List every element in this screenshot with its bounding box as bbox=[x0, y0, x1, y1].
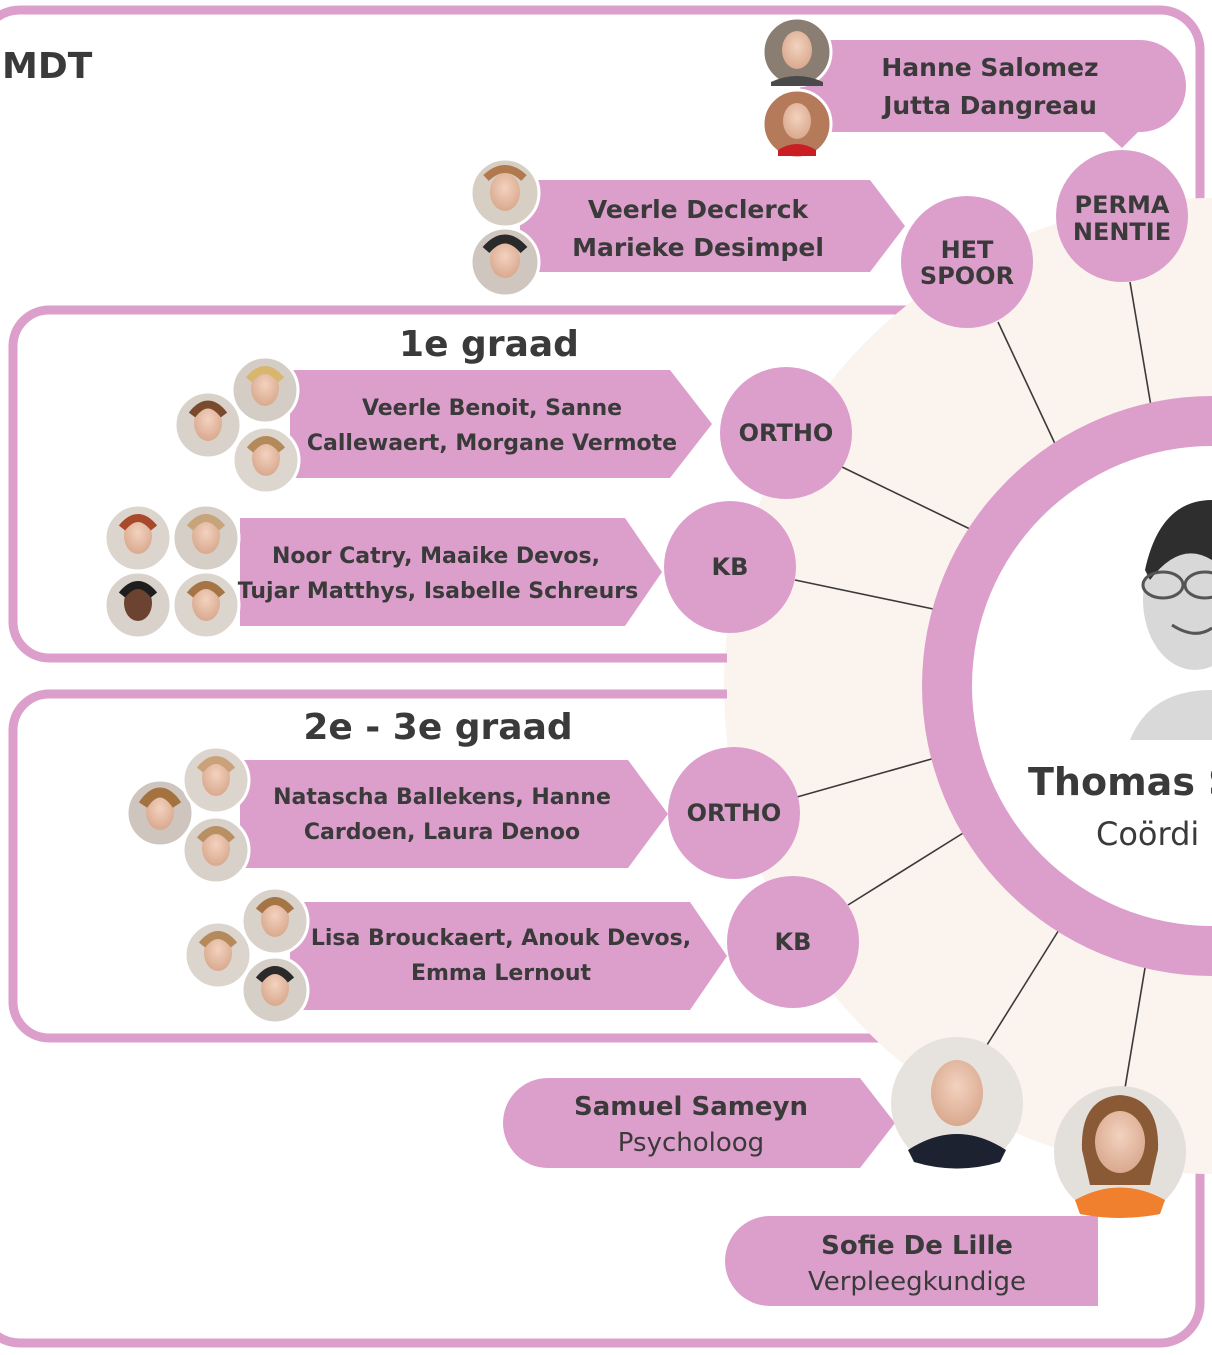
person-role-sofie: Verpleegkundige bbox=[808, 1267, 1026, 1297]
node-label-ortho-2: ORTHO bbox=[687, 799, 782, 827]
node-label-kb-1: KB bbox=[712, 553, 749, 581]
person-name-sofie: Sofie De Lille bbox=[821, 1231, 1013, 1261]
avatar-veerle-d bbox=[469, 157, 541, 229]
team-name-kb-1-2: Tujar Matthys, Isabelle Schreurs bbox=[238, 579, 638, 604]
avatar-natascha bbox=[125, 778, 195, 848]
mdt-title: MDT bbox=[2, 46, 93, 87]
group-title-1e-graad: 1e graad bbox=[399, 324, 579, 365]
team-name-kb-2-2: Emma Lernout bbox=[411, 961, 592, 986]
avatar-maaike bbox=[171, 503, 241, 573]
team-name-permanentie-2: Jutta Dangreau bbox=[881, 91, 1097, 120]
node-permanentie[interactable] bbox=[1056, 150, 1188, 282]
avatar-noor bbox=[103, 503, 173, 573]
team-pill-ortho-2 bbox=[240, 760, 668, 868]
person-pill-samuel bbox=[503, 1078, 895, 1168]
node-ortho-2[interactable] bbox=[668, 747, 800, 879]
team-pill-ortho-1 bbox=[290, 370, 712, 478]
person-role-samuel: Psycholoog bbox=[618, 1128, 764, 1158]
team-name-ortho-1-1: Veerle Benoit, Sanne bbox=[362, 396, 622, 421]
team-name-ortho-1-2: Callewaert, Morgane Vermote bbox=[307, 431, 677, 456]
avatar-sanne bbox=[173, 390, 243, 460]
node-label-kb-2: KB bbox=[775, 928, 812, 956]
coordinator-role: Coördi bbox=[1096, 815, 1199, 853]
node-label-het-spoor-2: SPOOR bbox=[920, 262, 1014, 290]
team-pill-het-spoor bbox=[520, 180, 905, 272]
person-pill-sofie bbox=[725, 1216, 1098, 1306]
node-ortho-1[interactable] bbox=[720, 367, 852, 499]
team-name-ortho-2-1: Natascha Ballekens, Hanne bbox=[273, 785, 611, 810]
avatar-veerle-b bbox=[230, 355, 300, 425]
avatar-jutta bbox=[761, 88, 833, 160]
connector-lines bbox=[794, 281, 1153, 1089]
team-name-het-spoor-1: Veerle Declerck bbox=[588, 195, 810, 224]
node-label-ortho-1: ORTHO bbox=[739, 419, 834, 447]
node-het-spoor[interactable] bbox=[901, 196, 1033, 328]
person-name-samuel: Samuel Sameyn bbox=[574, 1092, 808, 1122]
team-name-kb-2-1: Lisa Brouckaert, Anouk Devos, bbox=[311, 926, 691, 951]
group-title-2e-3e-graad: 2e - 3e graad bbox=[303, 707, 572, 748]
node-label-permanentie-1: PERMA bbox=[1075, 191, 1170, 219]
avatar-tujar bbox=[103, 570, 173, 640]
team-name-permanentie-1: Hanne Salomez bbox=[881, 53, 1098, 82]
team-pill-permanentie bbox=[800, 40, 1186, 148]
team-name-ortho-2-2: Cardoen, Laura Denoo bbox=[304, 820, 580, 845]
team-pill-kb-2 bbox=[290, 902, 727, 1010]
avatar-isabelle bbox=[171, 570, 241, 640]
avatar-thomas[interactable] bbox=[1130, 500, 1212, 740]
avatar-hanne-c bbox=[181, 745, 251, 815]
node-kb-2[interactable] bbox=[727, 876, 859, 1008]
avatar-emma bbox=[240, 955, 310, 1025]
team-pill-kb-1 bbox=[240, 518, 662, 626]
group-title-bg-2 bbox=[305, 701, 570, 747]
team-name-kb-1-1: Noor Catry, Maaike Devos, bbox=[272, 544, 600, 569]
avatar-morgane bbox=[231, 425, 301, 495]
avatar-marieke bbox=[469, 226, 541, 298]
avatar-samuel[interactable] bbox=[891, 1037, 1023, 1169]
node-kb-1[interactable] bbox=[664, 501, 796, 633]
coordinator-name: Thomas S bbox=[1028, 760, 1212, 804]
avatar-sofie[interactable] bbox=[1054, 1086, 1186, 1218]
avatar-laura bbox=[181, 815, 251, 885]
group-title-bg-1 bbox=[400, 318, 580, 364]
avatar-hanne bbox=[761, 16, 833, 88]
node-label-permanentie-2: NENTIE bbox=[1073, 218, 1171, 246]
node-label-het-spoor-1: HET bbox=[941, 236, 994, 264]
avatar-anouk bbox=[183, 920, 253, 990]
team-name-het-spoor-2: Marieke Desimpel bbox=[572, 233, 824, 262]
avatar-lisa bbox=[240, 886, 310, 956]
